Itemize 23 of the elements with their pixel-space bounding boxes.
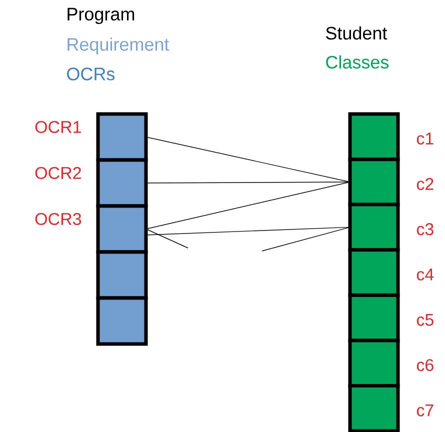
- row-label: c7: [416, 404, 434, 416]
- row-label: c3: [416, 223, 434, 236]
- row-label: c1: [416, 132, 434, 145]
- row-label: c6: [416, 359, 434, 372]
- row-label: c5: [416, 314, 434, 326]
- connector-line: [146, 136, 350, 182]
- cell: [348, 384, 400, 432]
- connector-line: [146, 182, 350, 230]
- row-label: OCR3: [35, 212, 82, 226]
- row-label: c2: [416, 178, 434, 190]
- row-label: OCR2: [35, 166, 81, 180]
- column-heading: Requirement: [68, 38, 170, 54]
- connector-line: [262, 226, 350, 252]
- column-heading: Classes: [326, 55, 389, 69]
- cell: [96, 296, 148, 346]
- row-label: OCR1: [35, 120, 81, 134]
- row-label: c4: [416, 268, 434, 280]
- column-heading: Student: [326, 26, 388, 40]
- column-heading: Program: [68, 8, 134, 24]
- connector-line: [146, 228, 188, 248]
- connector-line: [146, 182, 350, 184]
- column-heading: OCRs: [67, 68, 115, 80]
- connector-line: [146, 226, 350, 236]
